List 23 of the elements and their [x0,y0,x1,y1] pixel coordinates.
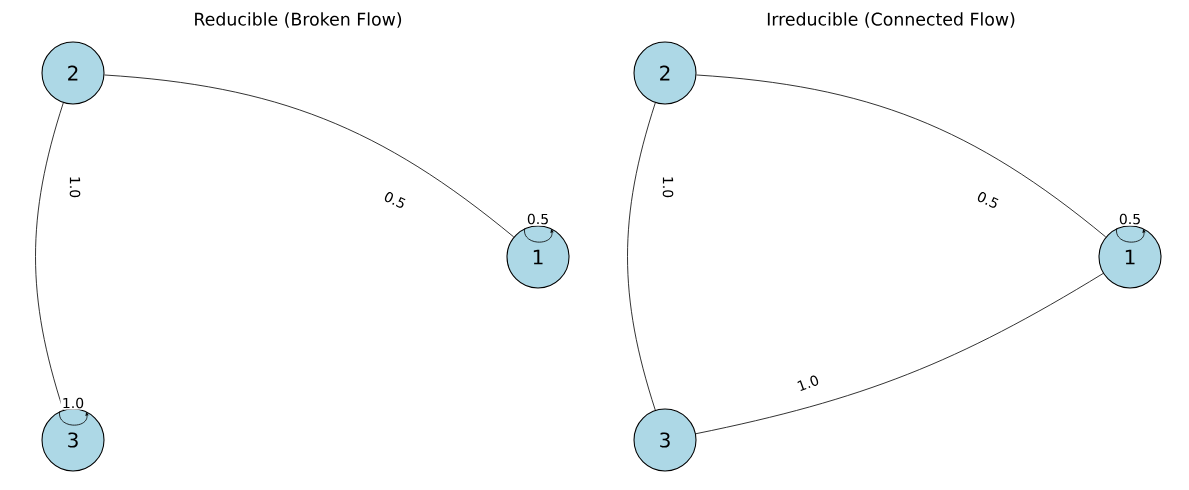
graph-node: 3 [41,408,105,472]
graph-node: 2 [41,41,105,105]
edge-line [104,74,515,238]
panel-title: Irreducible (Connected Flow) [767,12,1015,28]
graph-node: 2 [633,41,697,105]
self-loop-arrow [524,228,554,243]
self-loop-arrow [1116,228,1146,243]
panel-title: Reducible (Broken Flow) [195,12,402,28]
edge-line [696,74,1107,238]
graph-node: 3 [633,408,697,472]
edge-label: 0.5 [380,188,410,212]
edge-label: 0.5 [525,212,551,226]
graph-node: 1 [1098,225,1162,289]
edge-line [695,273,1104,435]
self-loop-arrow [59,411,89,426]
edge-label: 1.0 [60,396,86,410]
graph-node: 1 [506,225,570,289]
edge-label: 0.5 [973,188,1003,212]
edge-line [627,102,656,411]
edge-label: 1.0 [68,174,82,200]
edge-label: 1.0 [794,372,822,394]
edge-label: 1.0 [661,174,675,200]
edge-label: 0.5 [1117,212,1143,226]
